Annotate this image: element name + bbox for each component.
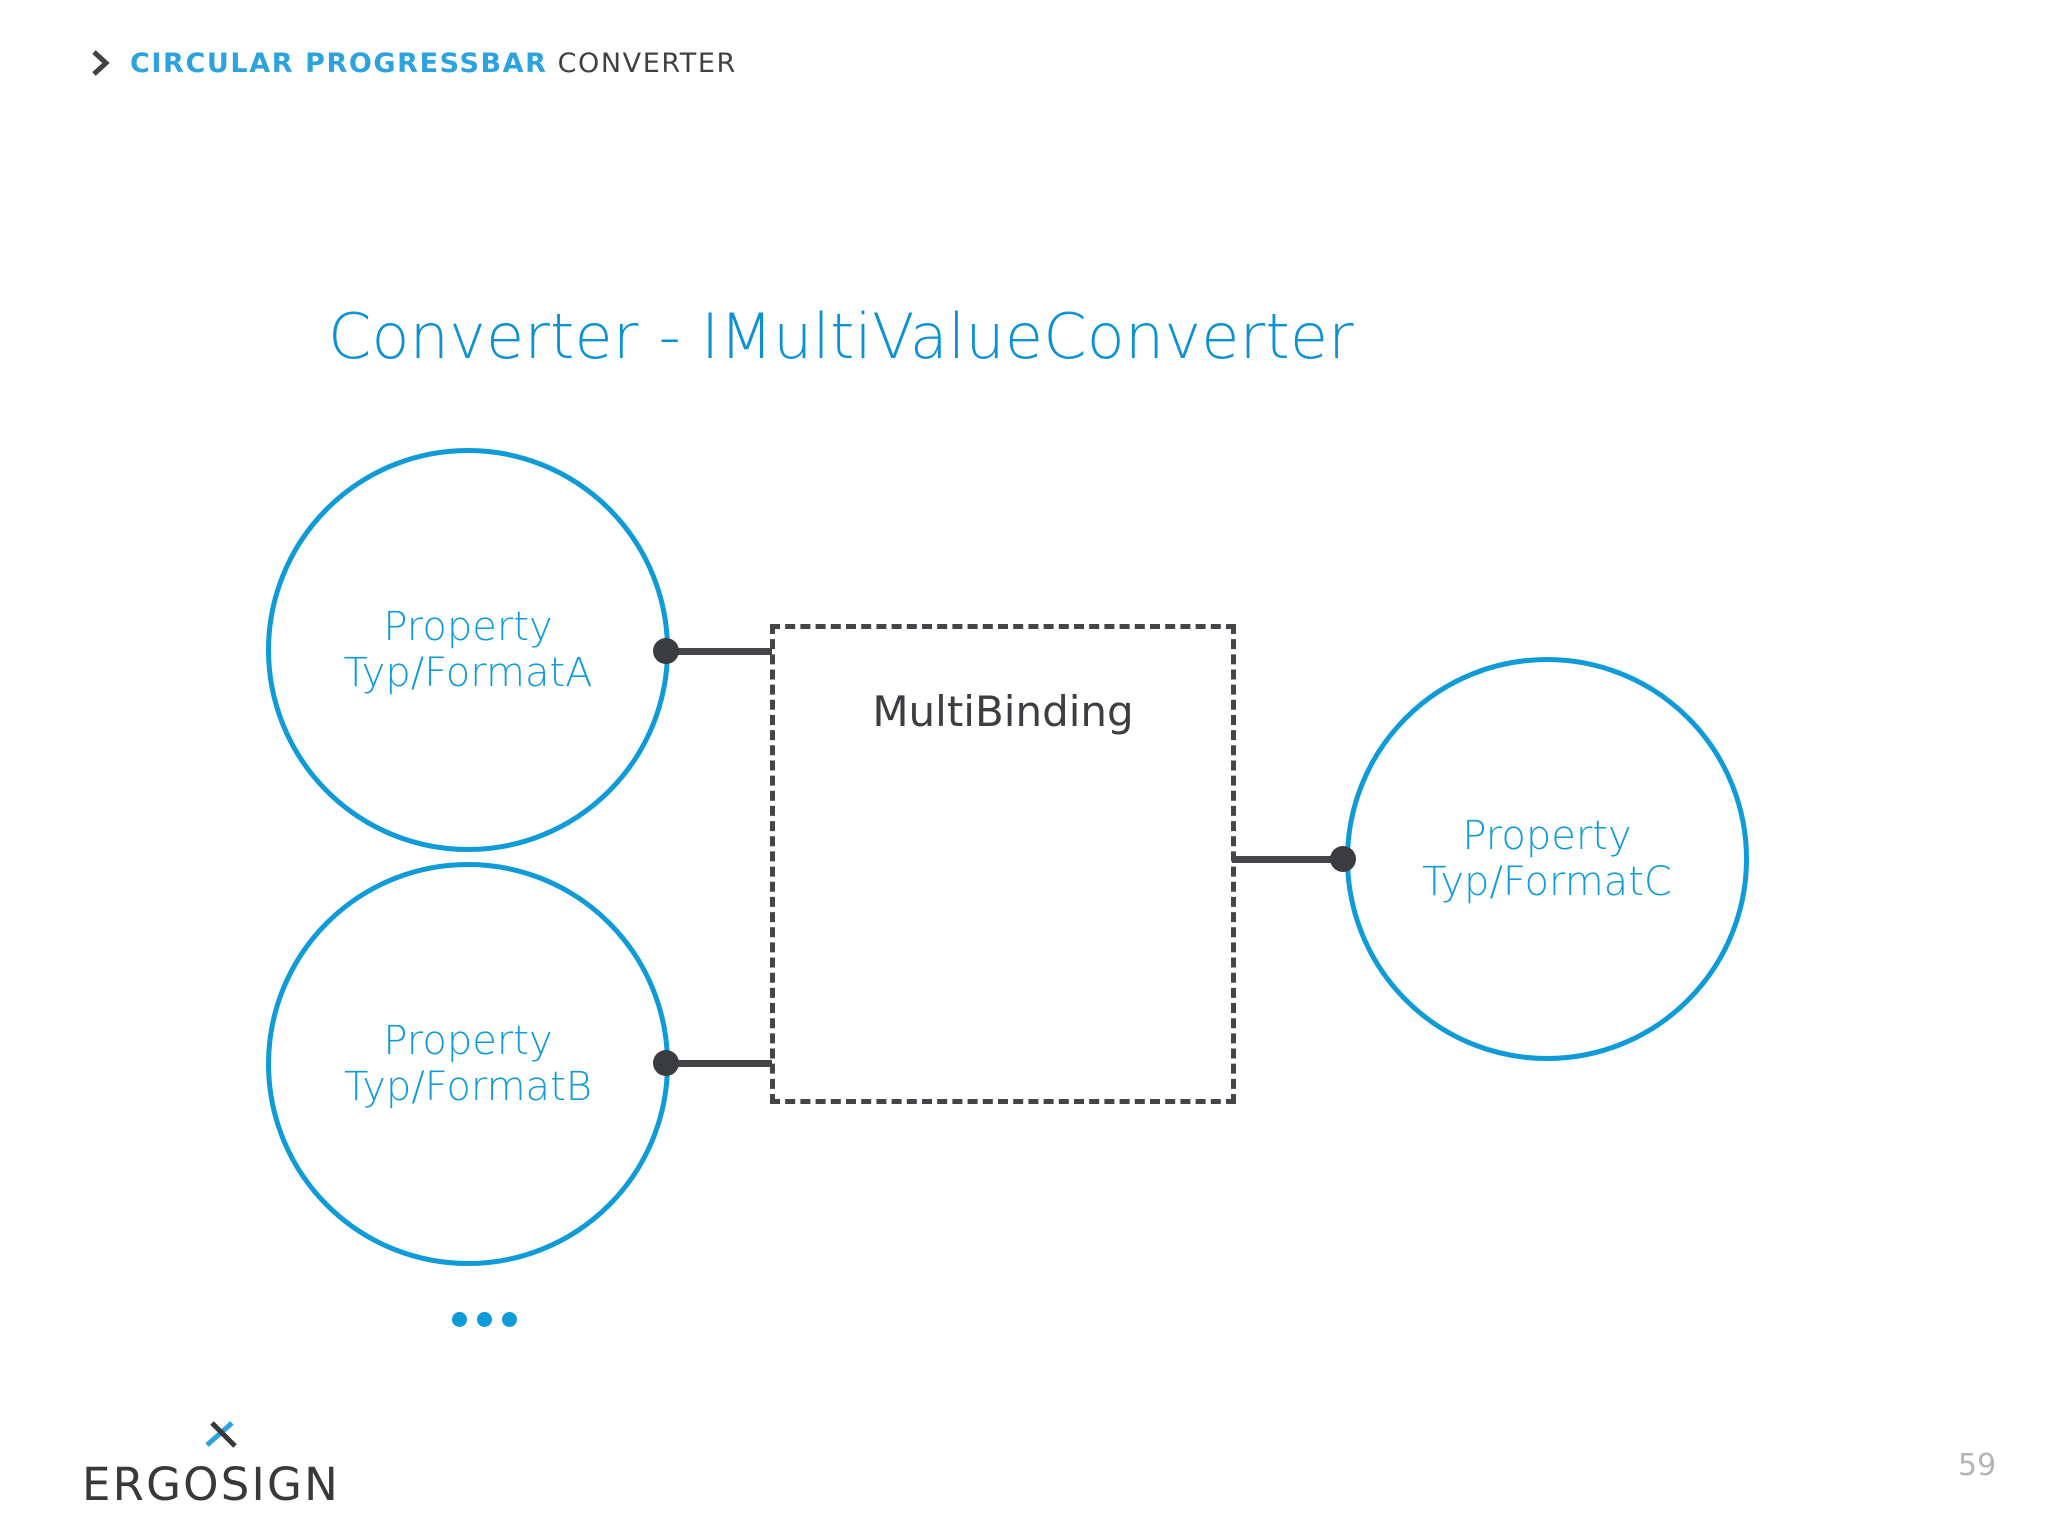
ellipsis-dot-3 — [502, 1312, 517, 1327]
connector-line-b — [660, 1060, 772, 1067]
slide-header: CIRCULAR PROGRESSBAR CONVERTER — [90, 48, 737, 78]
ellipsis-dot-2 — [477, 1312, 492, 1327]
header-topic-light: CONVERTER — [557, 47, 737, 79]
page-number: 59 — [1958, 1448, 1997, 1483]
node-property-a: Property Typ/FormatA — [266, 448, 670, 852]
node-property-b-line1: Property — [383, 1017, 553, 1064]
node-property-b: Property Typ/FormatB — [266, 862, 670, 1266]
ergosign-wordmark: ERGOSIGN — [82, 1458, 340, 1511]
chevron-right-icon — [90, 48, 112, 78]
connector-line-a — [660, 648, 772, 655]
ellipsis-dot-1 — [452, 1312, 467, 1327]
connector-dot-c-icon — [1330, 846, 1356, 872]
header-breadcrumb: CIRCULAR PROGRESSBAR CONVERTER — [130, 50, 737, 77]
connector-line-c — [1232, 856, 1342, 863]
node-property-c: Property Typ/FormatC — [1345, 657, 1749, 1061]
ergosign-x-icon — [204, 1418, 238, 1452]
node-property-b-line2: Typ/FormatB — [344, 1064, 592, 1110]
connector-dot-b-icon — [653, 1050, 679, 1076]
ellipsis-icon — [452, 1312, 517, 1327]
node-property-c-line2: Typ/FormatC — [1422, 859, 1672, 905]
multibinding-label: MultiBinding — [872, 687, 1134, 736]
node-property-a-line1: Property — [383, 603, 553, 650]
ergosign-logo: ERGOSIGN — [82, 1418, 338, 1518]
node-property-c-line1: Property — [1462, 812, 1632, 859]
connector-dot-a-icon — [653, 638, 679, 664]
page-title: Converter - IMultiValueConverter — [328, 300, 1354, 373]
multibinding-box: MultiBinding — [770, 624, 1236, 1104]
node-property-a-line2: Typ/FormatA — [343, 650, 593, 696]
header-topic-strong: CIRCULAR PROGRESSBAR — [130, 47, 548, 79]
